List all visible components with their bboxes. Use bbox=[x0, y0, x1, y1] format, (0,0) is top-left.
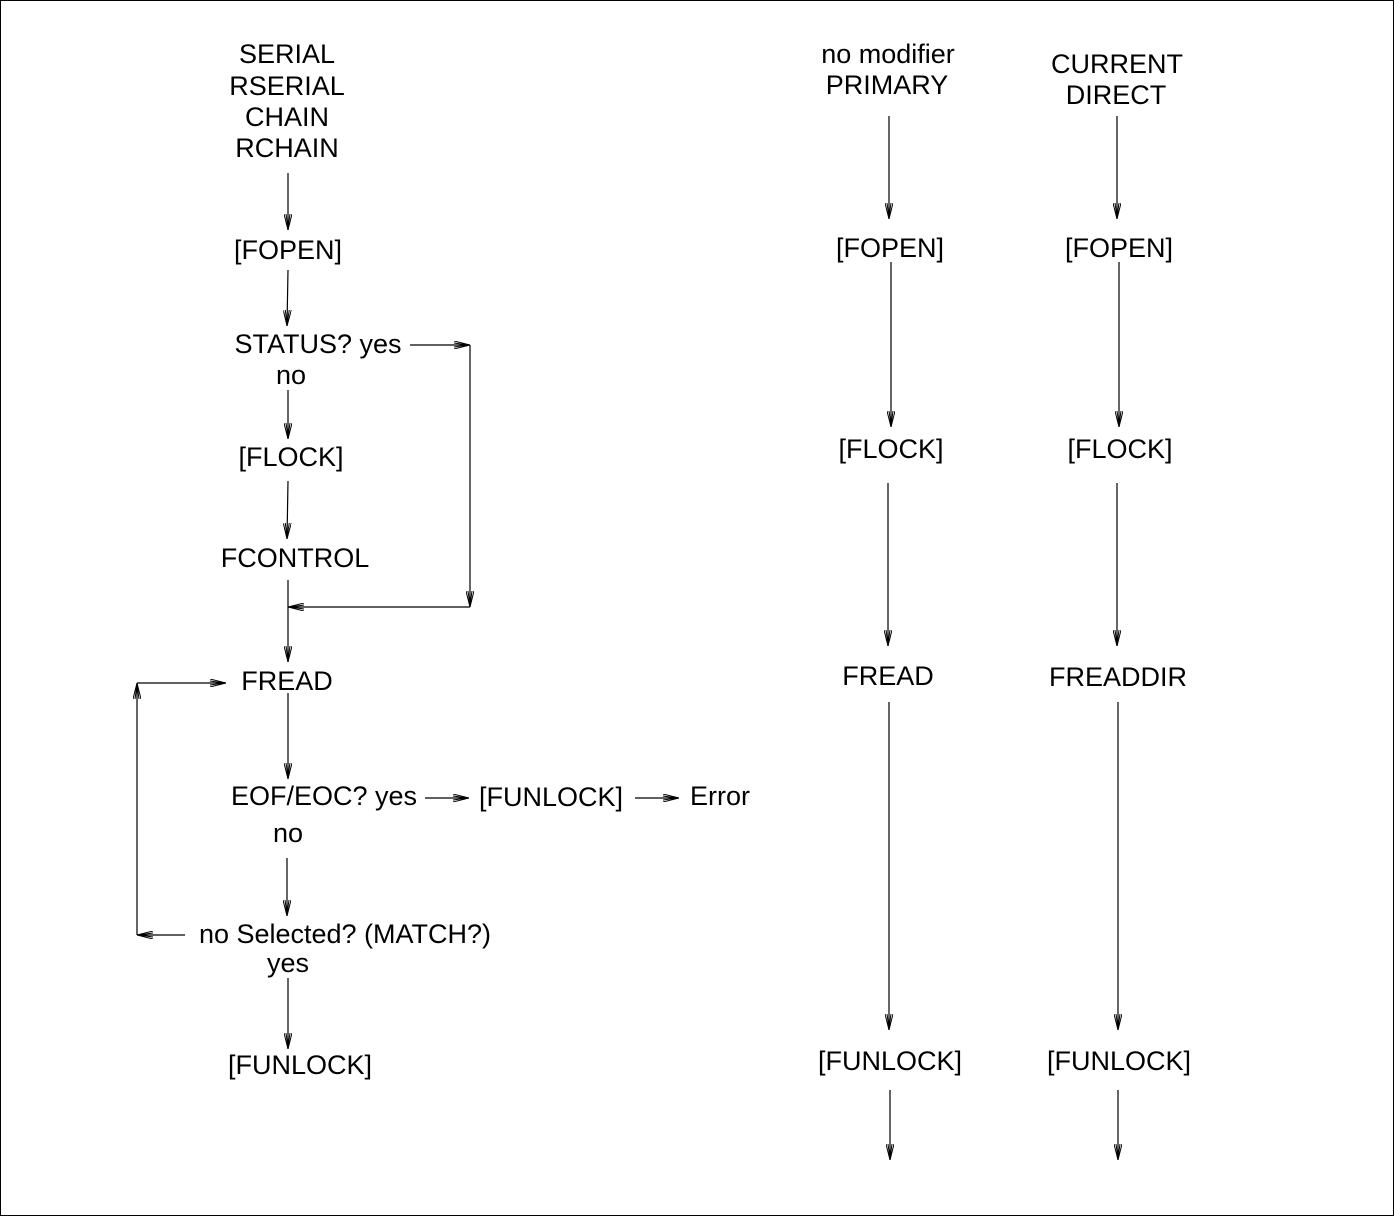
left-eof-no-label: no bbox=[273, 818, 303, 848]
middle-funlock-node: [FUNLOCK] bbox=[818, 1046, 962, 1076]
left-flock-node: [FLOCK] bbox=[238, 442, 343, 472]
left-start-serial: SERIAL bbox=[239, 39, 335, 69]
right-start-current: CURRENT bbox=[1051, 49, 1183, 79]
left-fread-node: FREAD bbox=[241, 666, 333, 696]
left-selected-question: no Selected? (MATCH?) bbox=[199, 919, 491, 949]
left-eof-question: EOF/EOC? yes bbox=[231, 781, 417, 811]
right-funlock-node: [FUNLOCK] bbox=[1047, 1046, 1191, 1076]
left-eof-funlock-node: [FUNLOCK] bbox=[479, 782, 623, 812]
left-start-chain: CHAIN bbox=[245, 102, 329, 132]
left-flow: SERIAL RSERIAL CHAIN RCHAIN [FOPEN] STAT… bbox=[137, 39, 750, 1080]
middle-fread-node: FREAD bbox=[842, 661, 934, 691]
left-start-rserial: RSERIAL bbox=[229, 71, 345, 101]
arrow-flock-to-fcontrol bbox=[287, 480, 288, 539]
left-status-question: STATUS? yes bbox=[234, 329, 401, 359]
middle-flock-node: [FLOCK] bbox=[838, 434, 943, 464]
right-flow: CURRENT DIRECT [FOPEN] [FLOCK] FREADDIR … bbox=[1047, 49, 1191, 1160]
middle-flow: no modifier PRIMARY [FOPEN] [FLOCK] FREA… bbox=[818, 39, 962, 1160]
middle-fopen-node: [FOPEN] bbox=[836, 233, 944, 263]
right-freaddir-node: FREADDIR bbox=[1049, 662, 1187, 692]
right-flock-node: [FLOCK] bbox=[1067, 434, 1172, 464]
right-fopen-node: [FOPEN] bbox=[1065, 233, 1173, 263]
left-funlock-node: [FUNLOCK] bbox=[228, 1050, 372, 1080]
middle-start-primary: PRIMARY bbox=[826, 70, 949, 100]
right-start-direct: DIRECT bbox=[1066, 80, 1167, 110]
left-selected-yes-label: yes bbox=[267, 948, 309, 978]
arrow-fopen-to-status bbox=[287, 269, 288, 326]
left-status-no-label: no bbox=[276, 360, 306, 390]
left-start-rchain: RCHAIN bbox=[235, 133, 339, 163]
left-fopen-node: [FOPEN] bbox=[234, 235, 342, 265]
left-fcontrol-node: FCONTROL bbox=[221, 543, 370, 573]
middle-start-no-modifier: no modifier bbox=[821, 39, 955, 69]
left-error-node: Error bbox=[690, 781, 750, 811]
